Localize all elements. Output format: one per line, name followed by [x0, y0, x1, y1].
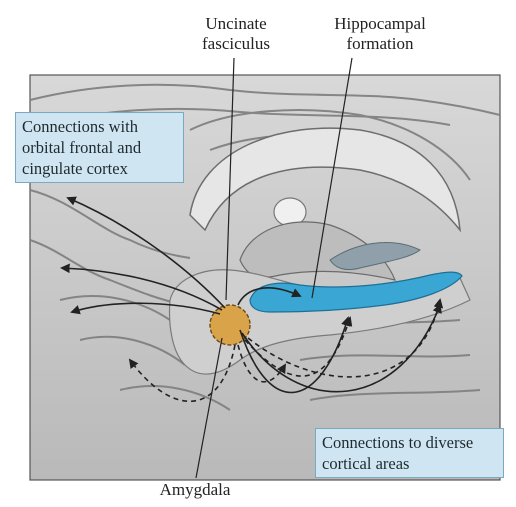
hippocampal-formation-label: Hippocampal formation — [325, 14, 435, 54]
cortical-connections-box: Connections to diverse cortical areas — [315, 428, 504, 478]
uncinate-fasciculus-label: Uncinate fasciculus — [196, 14, 276, 54]
orbital-connections-box: Connections with orbital frontal and cin… — [15, 112, 184, 183]
amygdala-label: Amygdala — [140, 480, 250, 500]
